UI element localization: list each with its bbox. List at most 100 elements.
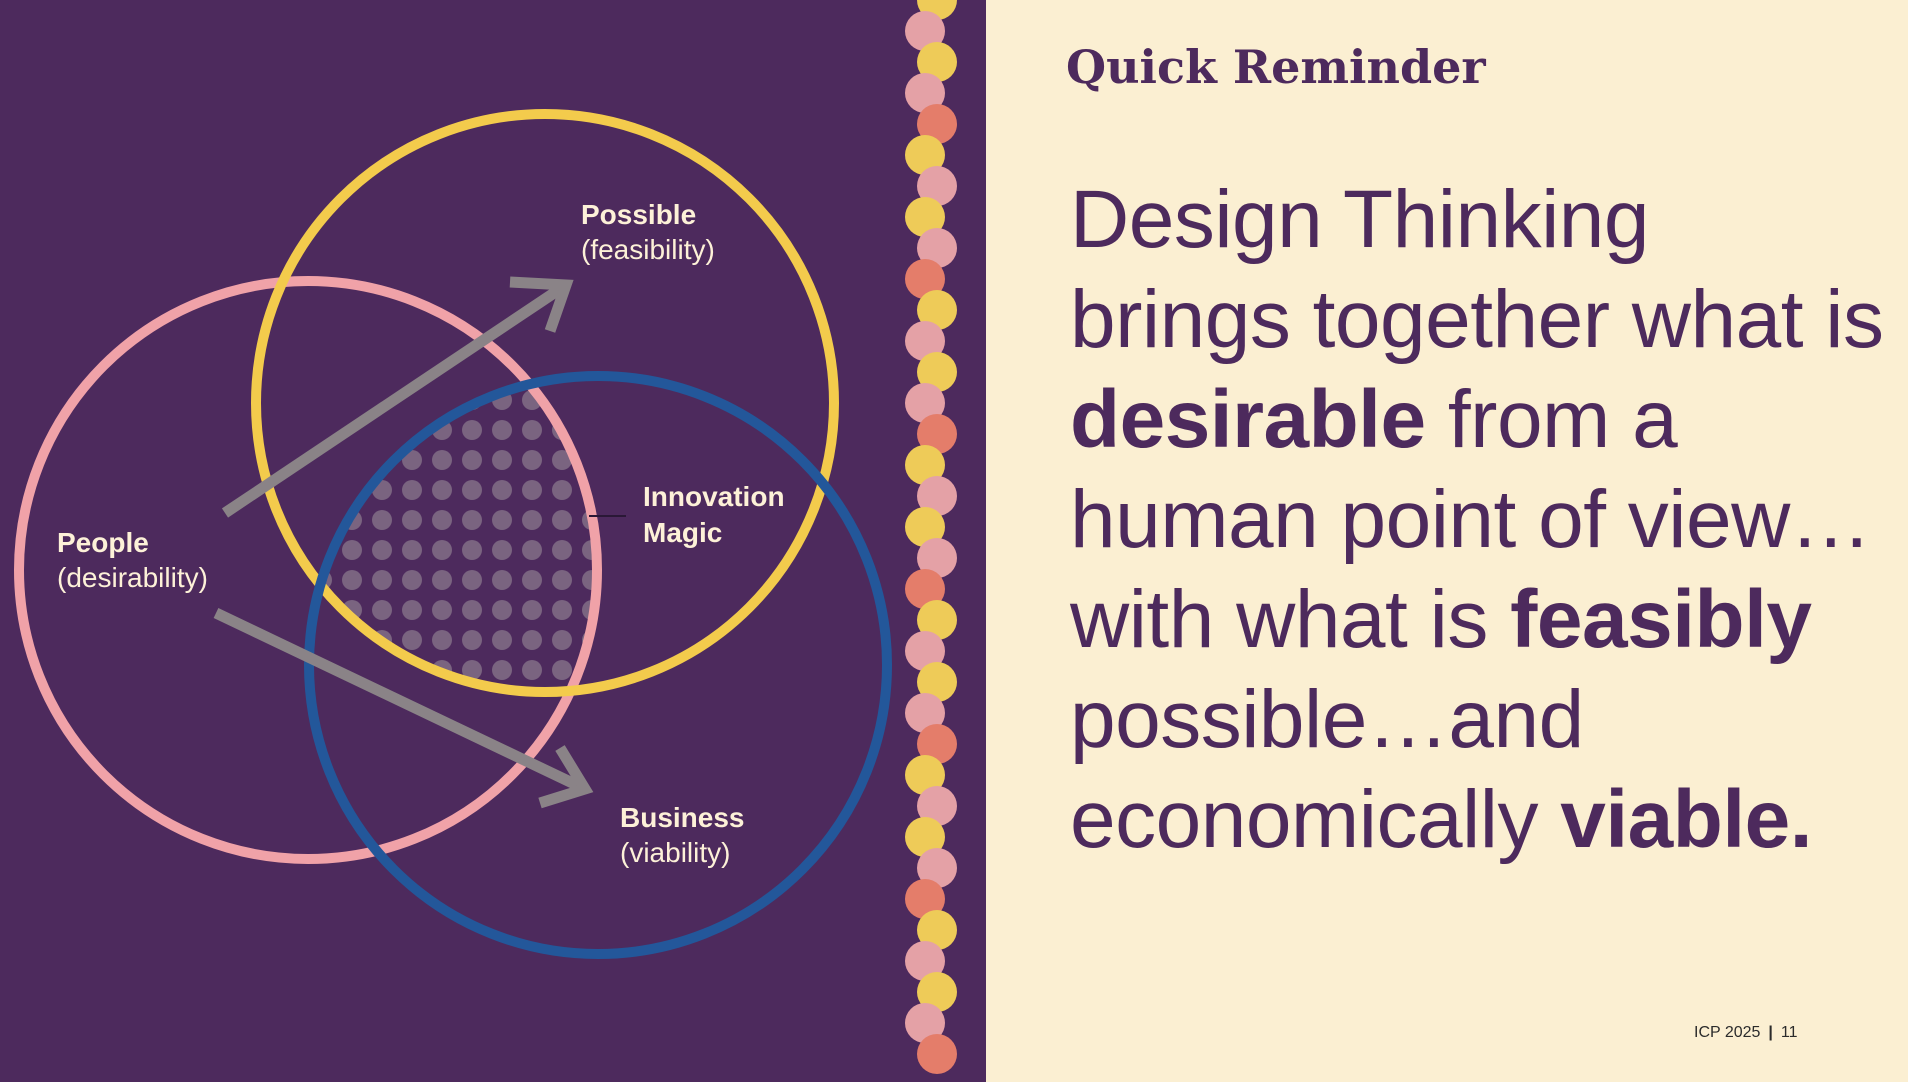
slide-body-text: Design Thinking brings together what is …: [1070, 170, 1890, 870]
pattern-dot: [492, 600, 512, 620]
body-segment-emphasis: desirable: [1070, 374, 1426, 465]
scallop: [917, 228, 957, 268]
pattern-dot: [492, 510, 512, 530]
venn-diagram: People (desirability) Possible (feasibil…: [14, 109, 892, 959]
pattern-dot: [522, 630, 542, 650]
scallop: [917, 414, 957, 454]
pattern-dot: [552, 660, 572, 680]
scallop: [905, 135, 945, 175]
pattern-dot: [372, 540, 392, 560]
pattern-dot: [492, 540, 512, 560]
pattern-dot: [342, 540, 362, 560]
scallop: [917, 42, 957, 82]
body-segment: from a human point of view…with what is: [1070, 374, 1872, 665]
people-circle: [14, 276, 602, 864]
slide-title: Quick Reminder: [1066, 40, 1486, 94]
label-business-title: Business: [620, 802, 745, 833]
pattern-dot: [522, 660, 542, 680]
pattern-dot: [552, 600, 572, 620]
arrow-to-possible-shaft: [221, 280, 570, 518]
pattern-dot: [372, 600, 392, 620]
text-panel: [986, 0, 1908, 1078]
pattern-dot: [462, 570, 482, 590]
scallop: [917, 786, 957, 826]
arrows: [213, 276, 594, 809]
scallop: [905, 321, 945, 361]
pattern-dot: [432, 600, 452, 620]
scallop: [905, 693, 945, 733]
pattern-dot: [342, 570, 362, 590]
body-segment: .: [1789, 774, 1813, 865]
pattern-dot: [462, 450, 482, 470]
scallop: [917, 1034, 957, 1074]
arrow-to-business-head: [538, 745, 594, 809]
pattern-dot: [462, 540, 482, 560]
pattern-dot: [552, 480, 572, 500]
pattern-dot: [492, 450, 512, 470]
pattern-dot: [522, 480, 542, 500]
scallop: [905, 755, 945, 795]
diagram-panel: People (desirability) Possible (feasibil…: [0, 0, 986, 1082]
scallop: [905, 817, 945, 857]
pattern-dot: [402, 540, 422, 560]
scallop: [905, 507, 945, 547]
footer-separator: |: [1768, 1024, 1773, 1041]
scallop: [905, 569, 945, 609]
scallop: [917, 166, 957, 206]
pattern-dot: [432, 480, 452, 500]
pattern-dot: [432, 510, 452, 530]
pattern-dot: [402, 510, 422, 530]
footer-page-number: 11: [1780, 1024, 1798, 1041]
pattern-dot: [402, 450, 422, 470]
scallop: [917, 662, 957, 702]
pattern-dot: [372, 570, 392, 590]
pattern-dot: [402, 600, 422, 620]
label-possible-title: Possible: [581, 199, 696, 230]
pattern-dot: [492, 480, 512, 500]
pattern-dot: [462, 630, 482, 650]
scallop: [917, 600, 957, 640]
pattern-dot: [462, 510, 482, 530]
pattern-dot: [432, 570, 452, 590]
pattern-dot: [372, 510, 392, 530]
scallop: [905, 1003, 945, 1043]
label-possible-subtitle: (feasibility): [581, 234, 715, 265]
slide-footer: ICP 2025 | 11: [1694, 1024, 1798, 1042]
business-circle: [304, 371, 892, 959]
pattern-dot: [552, 570, 572, 590]
label-innovation-line1: Innovation: [643, 481, 785, 512]
body-segment-emphasis: feasibly: [1510, 574, 1812, 665]
pattern-dot: [432, 630, 452, 650]
pattern-dot: [552, 630, 572, 650]
arrow-to-business-shaft: [213, 608, 588, 794]
scallop: [905, 11, 945, 51]
pattern-dot: [402, 570, 422, 590]
label-people-title: People: [57, 527, 149, 558]
pattern-dot: [492, 420, 512, 440]
scallop: [905, 197, 945, 237]
body-segment: Design Thinking brings together what is: [1070, 174, 1884, 365]
pattern-dot: [462, 660, 482, 680]
scallop: [905, 879, 945, 919]
pattern-dot: [522, 420, 542, 440]
pattern-dot: [522, 540, 542, 560]
scallop: [905, 73, 945, 113]
scallop: [917, 538, 957, 578]
body-segment-emphasis: viable: [1560, 774, 1790, 865]
scallop: [917, 352, 957, 392]
pattern-dot: [522, 600, 542, 620]
label-business-subtitle: (viability): [620, 837, 730, 868]
footer-event: ICP 2025: [1694, 1024, 1761, 1041]
pattern-dot: [492, 630, 512, 650]
pattern-dot: [462, 480, 482, 500]
scallop: [917, 848, 957, 888]
pattern-dot: [432, 540, 452, 560]
pattern-dot: [432, 450, 452, 470]
pattern-dot: [522, 450, 542, 470]
pattern-dot: [402, 480, 422, 500]
possible-circle: [251, 109, 839, 697]
pattern-dot: [522, 570, 542, 590]
pattern-dot: [552, 510, 572, 530]
scallop: [917, 476, 957, 516]
scallop: [905, 383, 945, 423]
